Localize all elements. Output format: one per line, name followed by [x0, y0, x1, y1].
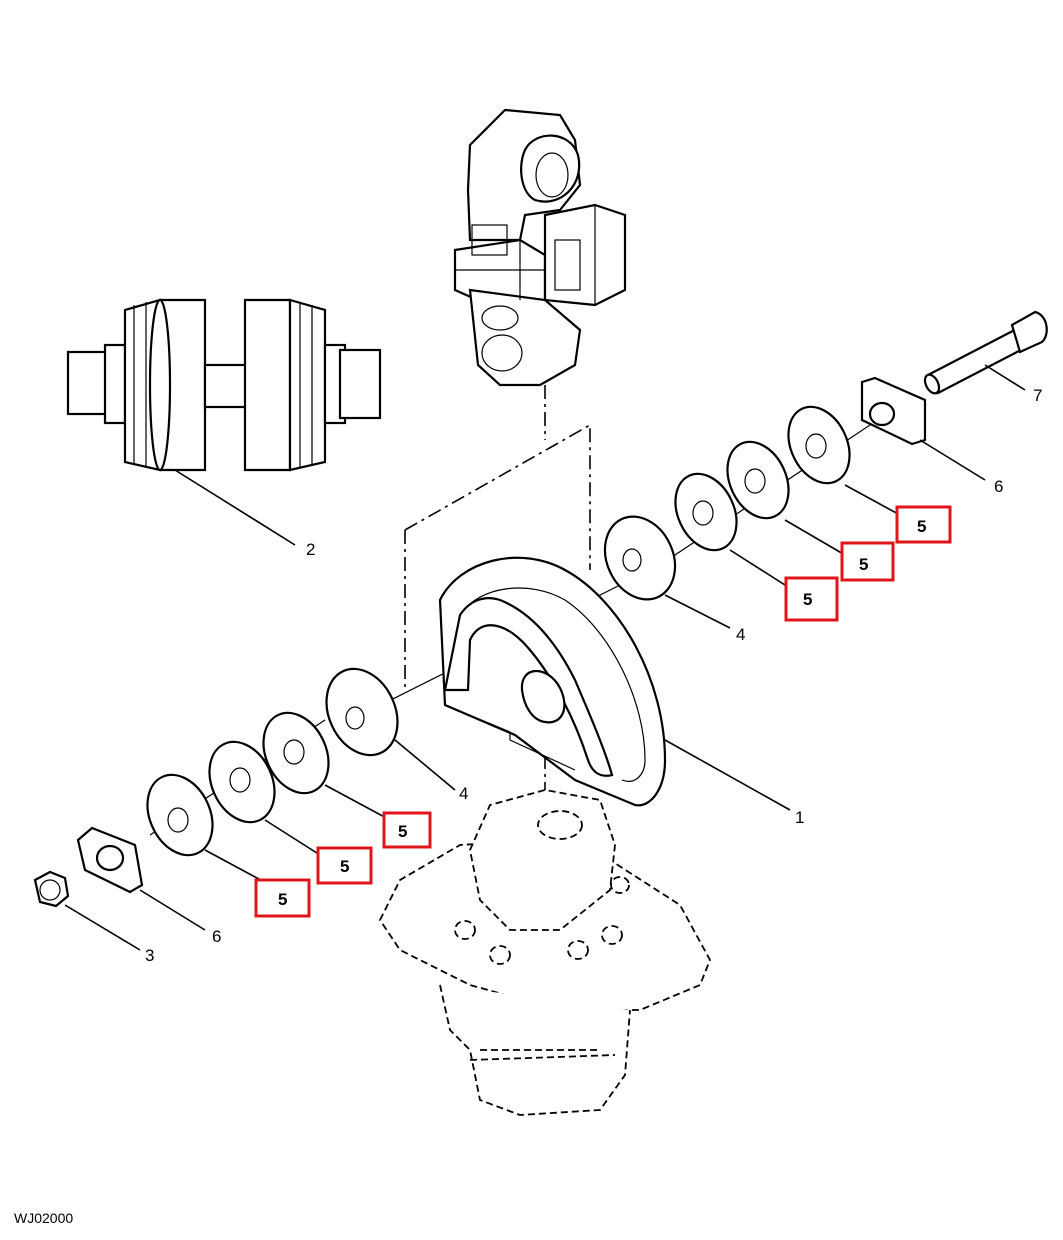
idler-wheel — [438, 556, 667, 807]
plate-left — [76, 826, 144, 894]
highlight-box-washer-right-2 — [840, 541, 895, 582]
washer-left-2 — [208, 740, 276, 824]
highlight-box-washer-right-1 — [784, 576, 839, 622]
washer-right-3 — [787, 405, 851, 485]
callout-plate-left: 6 — [212, 927, 221, 946]
callout-washer-right-3: 5 — [917, 517, 926, 536]
washer-right-1 — [674, 472, 738, 552]
right-hardware-stack — [603, 310, 1048, 601]
callout-bolt: 7 — [1033, 386, 1042, 405]
callout-plate-right: 6 — [994, 477, 1003, 496]
callout-spacer-right: 4 — [736, 625, 745, 644]
callout-idler-wheel: 1 — [795, 808, 804, 827]
spacer-left — [325, 667, 399, 757]
bolt — [923, 310, 1048, 395]
highlight-box-washer-left-3 — [254, 878, 311, 918]
plate-right — [860, 376, 927, 446]
lower-base-assembly — [378, 789, 711, 1116]
callout-washer-left-3: 5 — [278, 890, 287, 909]
callout-washer-left-2: 5 — [340, 857, 349, 876]
carrier-roller — [66, 298, 382, 546]
callout-labels: 1 2 3 4 4 5 5 5 5 5 5 6 6 7 — [145, 386, 1042, 965]
callout-washer-right-1: 5 — [803, 590, 812, 609]
drawing-code: WJ02000 — [14, 1210, 74, 1226]
callout-spacer-left: 4 — [459, 784, 468, 803]
nut — [33, 870, 70, 908]
leader-lines — [64, 364, 1026, 951]
callout-nut: 3 — [145, 946, 154, 965]
highlight-boxes — [254, 505, 952, 918]
callout-carrier-roller: 2 — [306, 540, 315, 559]
callout-washer-right-2: 5 — [859, 555, 868, 574]
washer-left-1 — [262, 711, 330, 795]
upper-arm-assembly — [453, 108, 627, 387]
highlight-box-washer-right-3 — [895, 505, 952, 544]
callout-washer-left-1: 5 — [398, 822, 407, 841]
washer-left-3 — [146, 773, 214, 857]
washer-right-2 — [726, 440, 790, 520]
highlight-box-washer-left-2 — [316, 846, 373, 885]
highlight-box-washer-left-1 — [382, 811, 432, 849]
left-hardware-stack — [33, 667, 399, 908]
spacer-right — [603, 515, 677, 601]
